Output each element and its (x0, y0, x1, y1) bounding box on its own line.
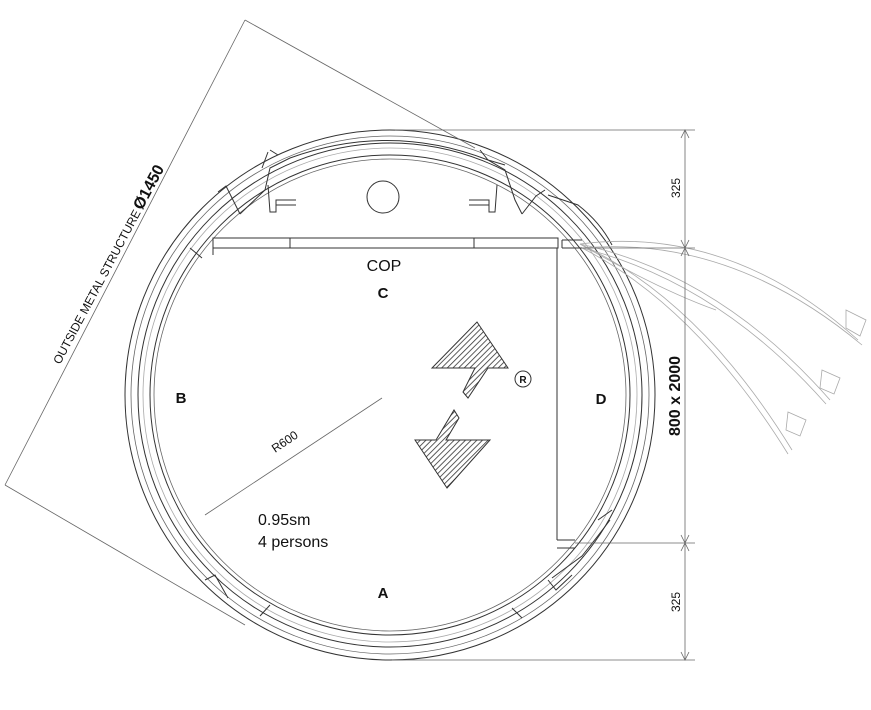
right-dimensions: 325 800 x 2000 325 (392, 129, 695, 661)
side-d-label: D (596, 391, 607, 408)
direction-arrows (414, 321, 509, 489)
bottom-offset-dimension: 325 (669, 592, 683, 612)
rear-wall-c (239, 140, 523, 215)
panel-joints (189, 149, 613, 619)
door-opening (547, 194, 613, 579)
cop-label: COP (367, 258, 402, 275)
up-arrow-icon (430, 321, 509, 399)
ventilation-hole (366, 180, 400, 214)
outside-structure-text: OUTSIDE METAL STRUCTURE (50, 207, 143, 366)
registered-mark-text: R (519, 375, 527, 386)
capacity-label: 4 persons (258, 534, 328, 551)
door-size-dimension: 800 x 2000 (667, 356, 684, 436)
cabin-rings (124, 129, 656, 661)
side-c-label: C (378, 285, 389, 302)
registered-mark-icon: R (514, 370, 532, 388)
top-offset-dimension: 325 (669, 178, 683, 198)
cop-panel (212, 237, 559, 255)
swing-doors (579, 240, 867, 455)
outside-structure-value: Ø1450 (131, 162, 169, 212)
area-label: 0.95sm (258, 512, 310, 529)
side-a-label: A (378, 585, 389, 602)
radius-line (204, 397, 383, 516)
down-arrow-icon (414, 409, 492, 489)
side-b-label: B (176, 390, 187, 407)
outside-structure-dimension: OUTSIDE METAL STRUCTUREØ1450 (4, 19, 476, 626)
radius-label: R600 (269, 428, 301, 456)
